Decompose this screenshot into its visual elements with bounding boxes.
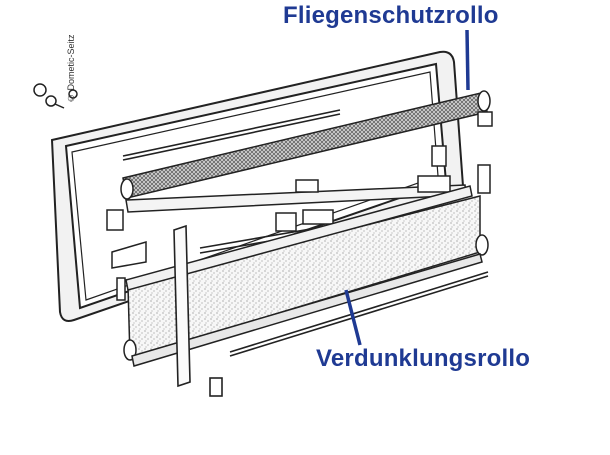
callout-lines (344, 29, 470, 346)
label-fly-screen: Fliegenschutzrollo (283, 2, 499, 29)
vertical-rail (173, 224, 223, 397)
guide-rods (122, 109, 489, 357)
screw-icons (33, 83, 78, 109)
copyright-notice: © Dometic-Seitz (66, 34, 76, 103)
bracket-parts (106, 145, 491, 301)
blackout-roller (123, 185, 489, 367)
label-blackout: Verdunklungsrollo (316, 345, 531, 372)
fly-screen-roller (120, 90, 493, 213)
